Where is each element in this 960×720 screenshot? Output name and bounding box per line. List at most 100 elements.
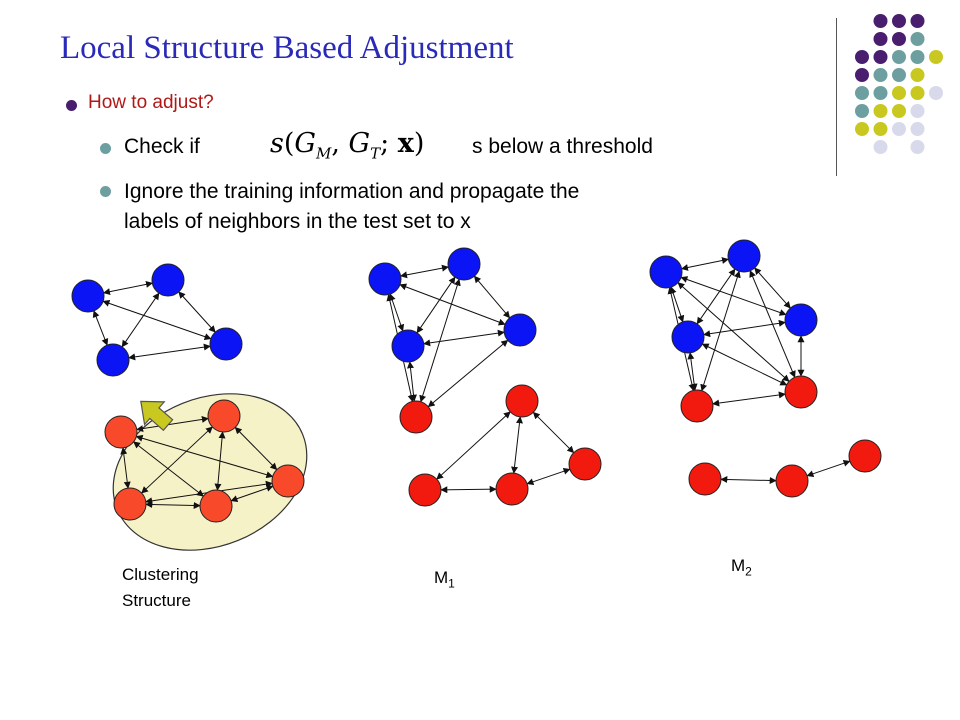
decorative-dot	[910, 50, 925, 64]
g1-blue-edge	[102, 300, 212, 340]
m1-blue-edge	[399, 283, 506, 326]
bullet-ignore-training: Ignore the training information and prop…	[124, 177, 774, 237]
decorative-dot	[873, 104, 888, 118]
g1-cluster-node	[199, 489, 233, 523]
decorative-dot	[892, 104, 906, 118]
decorative-dot-grid	[855, 14, 943, 154]
m2-blue-node	[727, 239, 761, 273]
m2-label: M2	[731, 556, 752, 579]
m2-red-b-node	[775, 464, 809, 498]
m1-red-edge	[526, 467, 571, 486]
decorative-dot	[873, 14, 888, 28]
m1-red-node	[505, 384, 539, 418]
bullet-check-if: Check if	[124, 135, 200, 159]
m2-blue-edge	[669, 286, 685, 323]
m1-red-edge	[440, 485, 497, 494]
m2-blue-edge	[680, 257, 730, 271]
decorative-dot	[855, 86, 869, 100]
decorative-dot	[873, 122, 888, 136]
m2-red-a-edge	[712, 391, 786, 407]
g1-cluster-node	[207, 399, 241, 433]
m1-red-top-node	[399, 400, 433, 434]
decorative-dot	[855, 104, 869, 118]
decorative-dot	[892, 68, 906, 82]
m1-label: M1	[434, 568, 455, 591]
m1-red-node	[568, 447, 602, 481]
m2-blue-edge	[680, 276, 787, 316]
g1-blue-node	[71, 279, 105, 313]
cross-edge	[407, 361, 417, 402]
m1-blue-edge	[416, 276, 456, 334]
m2-blue-node	[671, 320, 705, 354]
m1-red-edge	[511, 416, 523, 474]
g1-cluster-node	[104, 415, 138, 449]
g1-cluster-edge	[145, 501, 201, 509]
decorative-dot	[929, 50, 943, 64]
threshold-text: s below a threshold	[472, 135, 653, 158]
m2-blue-edge	[696, 268, 736, 325]
g1-blue-edge	[92, 310, 109, 346]
decorative-dot	[910, 122, 925, 136]
decorative-dot	[892, 32, 906, 46]
decorative-dot	[910, 14, 925, 28]
decorative-dot	[855, 50, 869, 64]
decorative-dot	[873, 50, 888, 64]
decorative-dot	[892, 122, 906, 136]
g1-cluster-node	[271, 464, 305, 498]
bullet-dot-teal-icon	[100, 143, 111, 154]
decorative-dot	[892, 86, 906, 100]
slide-title: Local Structure Based Adjustment	[60, 30, 514, 66]
m1-blue-node	[391, 329, 425, 363]
bullet-dot-purple-icon	[66, 100, 77, 111]
decorative-dot	[855, 122, 869, 136]
bullet-how-to-adjust: How to adjust?	[88, 92, 214, 113]
decorative-dot	[910, 140, 925, 154]
m2-red-b-edge	[720, 476, 777, 484]
m1-blue-edge	[400, 264, 449, 279]
decorative-dot	[873, 86, 888, 100]
m2-blue-node	[649, 255, 683, 289]
decorative-divider	[836, 18, 837, 176]
similarity-formula: s(GM, GT; x)	[270, 128, 425, 163]
bullet3-line1: Ignore the training information and prop…	[124, 180, 580, 203]
m1-red-edge	[532, 411, 575, 454]
decorative-dot	[873, 32, 888, 46]
g1-cluster-node	[113, 487, 147, 521]
m2-blue-node	[784, 303, 818, 337]
m1-blue-edge	[473, 275, 511, 319]
cross-edge	[427, 339, 509, 408]
decorative-dot	[910, 86, 925, 100]
cross-edge	[701, 343, 788, 386]
cluster-pointer-arrow-icon	[140, 400, 174, 432]
m2-red-a-node	[680, 389, 714, 423]
m1-blue-node	[503, 313, 537, 347]
decorative-dot	[910, 104, 925, 118]
bullet-dot-teal-icon	[100, 186, 111, 197]
g1-cluster-edge	[214, 431, 226, 491]
decorative-dot	[910, 32, 925, 46]
m1-blue-edge	[423, 329, 505, 347]
bullet3-line2: labels of neighbors in the test set to x	[124, 210, 471, 233]
g1-blue-edge	[128, 343, 211, 361]
m2-red-a-node	[784, 375, 818, 409]
g1-blue-edge	[121, 292, 160, 348]
decorative-dot	[892, 14, 906, 28]
m1-red-node	[408, 473, 442, 507]
g1-blue-edge	[178, 291, 216, 333]
check-if-text: Check if	[124, 135, 200, 158]
decorative-dot	[892, 50, 906, 64]
decorative-dot	[873, 140, 888, 154]
g1-blue-node	[151, 263, 185, 297]
m1-blue-node	[447, 247, 481, 281]
m2-red-b-edge	[806, 459, 851, 478]
decorative-dot	[910, 68, 925, 82]
m2-red-b-node	[688, 462, 722, 496]
m1-blue-node	[368, 262, 402, 296]
cross-edge	[419, 278, 461, 403]
g1-blue-node	[96, 343, 130, 377]
m1-red-edge	[436, 411, 511, 480]
m2-red-b-node	[848, 439, 882, 473]
g1-cluster-edge	[120, 447, 131, 489]
